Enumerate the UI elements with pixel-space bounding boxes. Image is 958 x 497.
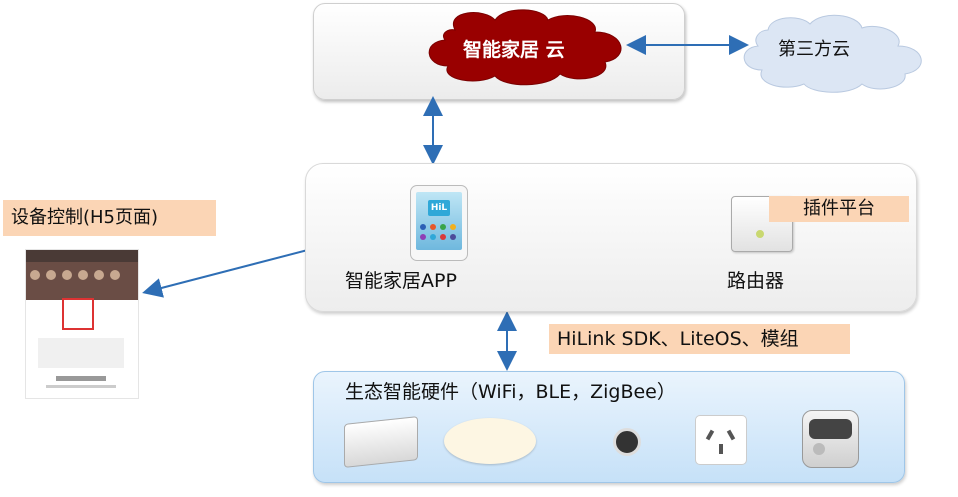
third-party-cloud-shape — [743, 14, 922, 93]
third-party-cloud-label: 第三方云 — [778, 39, 850, 60]
smart-home-cloud-shape — [428, 9, 622, 86]
smart-home-app-label: 智能家居APP — [345, 270, 457, 292]
hardware-title: 生态智能硬件（WiFi，BLE，ZigBee） — [345, 381, 676, 403]
smart-home-app-icon: HiL — [410, 185, 468, 261]
device-control-label: 设备控制(H5页面) — [3, 200, 216, 236]
spotlight-icon — [613, 428, 641, 456]
smart-plug-adapter-icon — [344, 416, 418, 468]
hilink-logo: HiL — [428, 200, 450, 216]
app-panel — [305, 163, 917, 312]
air-purifier-icon — [802, 410, 859, 468]
wall-socket-icon — [695, 415, 747, 465]
selected-device-tile — [62, 298, 94, 330]
sdk-label: HiLink SDK、LiteOS、模组 — [549, 324, 850, 354]
ceiling-light-icon — [444, 418, 536, 464]
smart-home-cloud-label: 智能家居 云 — [463, 39, 565, 61]
router-label: 路由器 — [727, 270, 785, 292]
plugin-platform-label: 插件平台 — [769, 196, 909, 222]
h5-page-screenshot — [25, 249, 139, 399]
